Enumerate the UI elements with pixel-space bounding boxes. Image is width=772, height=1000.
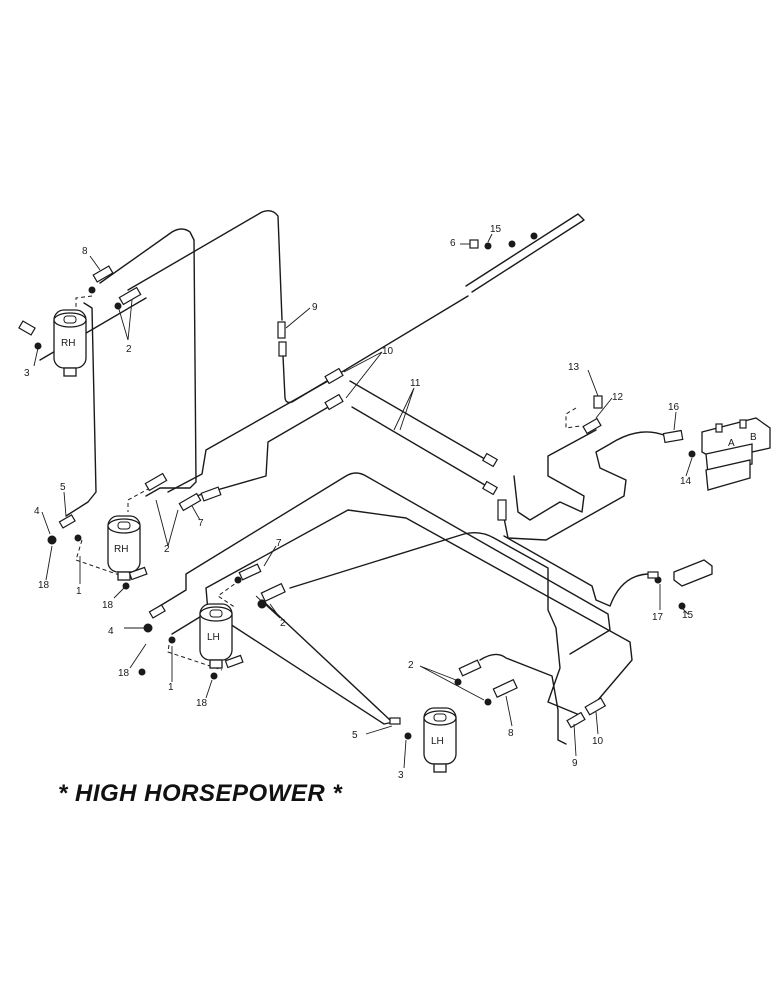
callout-14: 14 xyxy=(680,476,692,487)
callout-18-c: 18 xyxy=(118,668,130,679)
tank-label-rh-upper: RH xyxy=(61,338,75,349)
callout-12: 12 xyxy=(612,392,624,403)
pipe-11-lower xyxy=(351,406,491,489)
callout-18-d: 18 xyxy=(196,698,208,709)
callout-3-upper: 3 xyxy=(24,368,30,379)
callout-5-lower: 5 xyxy=(352,730,358,741)
callout-4-lower: 4 xyxy=(108,626,114,637)
callout-9-lower: 9 xyxy=(572,758,578,769)
callout-15-lower: 15 xyxy=(682,610,694,621)
pipe-top-right-tube xyxy=(465,213,585,293)
pipe-middle-loop-outer xyxy=(149,472,611,655)
tank-label-rh-lower: RH xyxy=(114,544,128,555)
pipe-lower-right-a xyxy=(289,531,583,717)
tank-rh-lower: RH xyxy=(107,515,141,581)
pipe-right-route-b xyxy=(503,431,667,541)
control-valve-block: A B xyxy=(701,417,771,491)
callout-2-upper: 2 xyxy=(126,344,132,355)
pipe-lower-tank-feed xyxy=(229,623,395,725)
callout-7-upper: 7 xyxy=(198,518,204,529)
pipe-upper-long-run xyxy=(127,209,469,404)
tank-lh-lower: LH xyxy=(423,707,457,773)
tank-label-lh-lower: LH xyxy=(431,736,444,747)
dash-mid-rh xyxy=(75,487,151,579)
callout-17: 17 xyxy=(652,612,664,623)
valve-port-a-label: A xyxy=(728,438,735,449)
dash-valve xyxy=(565,407,581,429)
callout-6: 6 xyxy=(450,238,456,249)
callout-8-upper: 8 xyxy=(82,246,88,257)
small-valve-right xyxy=(673,559,713,587)
diagram-caption: * HIGH HORSEPOWER * xyxy=(58,780,343,807)
callout-2-middle: 2 xyxy=(164,544,170,555)
callout-1-upper: 1 xyxy=(76,586,82,597)
pipe-lines xyxy=(39,209,667,745)
callout-10-lower: 10 xyxy=(592,736,604,747)
callout-2-bottom: 2 xyxy=(408,660,414,671)
callout-5-upper: 5 xyxy=(60,482,66,493)
callout-1-lower: 1 xyxy=(168,682,174,693)
pipe-lower-right-b xyxy=(479,653,567,745)
pipe-right-route-a xyxy=(513,429,597,521)
tank-label-lh-middle: LH xyxy=(207,632,220,643)
pipe-lower-long xyxy=(261,599,391,721)
pipe-rh-vertical-right xyxy=(65,302,97,517)
callout-15-upper: 15 xyxy=(490,224,502,235)
pipe-upper-rh-return xyxy=(99,228,197,497)
callout-13: 13 xyxy=(568,362,580,373)
pipe-long-diagonal-b xyxy=(195,405,331,497)
pipe-middle-loop-inner xyxy=(171,509,633,701)
callout-4-upper: 4 xyxy=(34,506,40,517)
pipe-long-diagonal-a xyxy=(167,380,329,493)
valve-port-b-label: B xyxy=(750,432,757,443)
tank-lh-middle: LH xyxy=(199,603,233,669)
callout-10-upper: 10 xyxy=(382,346,394,357)
callout-7-lower: 7 xyxy=(276,538,282,549)
pipe-middle-right-branch xyxy=(503,535,651,607)
callout-numbers: 8 2 3 9 6 15 10 11 13 12 16 14 5 4 7 2 1… xyxy=(24,224,694,781)
callout-8-lower: 8 xyxy=(508,728,514,739)
callout-11: 11 xyxy=(410,378,421,389)
callout-2-lower: 2 xyxy=(280,618,286,629)
tank-rh-upper: RH xyxy=(53,309,87,377)
pipe-11-upper xyxy=(349,380,491,463)
callout-9-upper: 9 xyxy=(312,302,318,313)
leader-lines xyxy=(33,233,693,769)
callout-16: 16 xyxy=(668,402,680,413)
dash-mid-lh xyxy=(167,579,241,671)
callout-3-lower: 3 xyxy=(398,770,404,781)
fittings xyxy=(18,232,696,740)
callout-18-b: 18 xyxy=(102,600,114,611)
callout-18-a: 18 xyxy=(38,580,50,591)
